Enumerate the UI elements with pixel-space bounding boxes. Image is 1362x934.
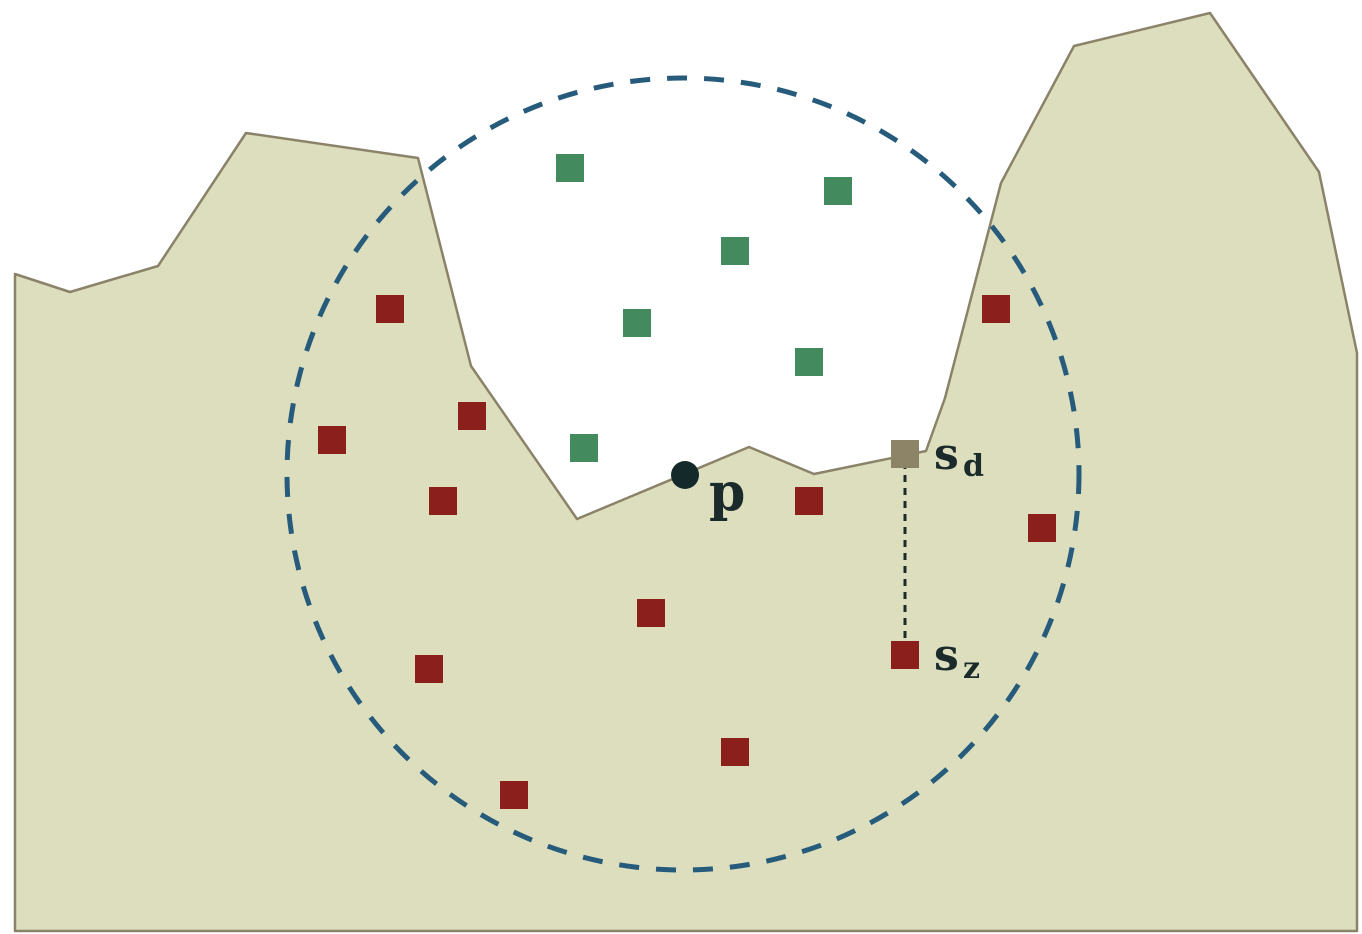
occupied-sample xyxy=(458,402,486,430)
free-sample xyxy=(623,309,651,337)
free-sample xyxy=(570,434,598,462)
occupied-sample xyxy=(500,781,528,809)
surface-sample-sd xyxy=(891,440,919,468)
surface-sample-subscript: d xyxy=(963,449,984,484)
point-label: p xyxy=(709,462,745,523)
sampling-radius-circle xyxy=(284,75,1082,873)
terrain-surface xyxy=(13,11,1359,933)
free-sample xyxy=(556,154,584,182)
projected-sample-subscript: z xyxy=(963,651,980,686)
free-space-samples xyxy=(556,154,852,462)
occupied-sample xyxy=(982,295,1010,323)
free-sample xyxy=(824,177,852,205)
occupied-sample xyxy=(721,738,749,766)
query-point-p xyxy=(671,461,699,489)
occupied-sample xyxy=(318,426,346,454)
free-sample xyxy=(721,237,749,265)
projected-sample-sz xyxy=(891,641,919,669)
occupied-sample xyxy=(429,487,457,515)
projected-sample-label: s xyxy=(934,630,959,681)
occupied-samples xyxy=(318,295,1056,809)
free-sample xyxy=(795,348,823,376)
occupied-sample xyxy=(1028,514,1056,542)
occupied-sample xyxy=(637,599,665,627)
occupied-sample xyxy=(376,295,404,323)
occupied-sample xyxy=(795,487,823,515)
occupied-sample xyxy=(415,655,443,683)
surface-sample-label: s xyxy=(934,429,959,480)
